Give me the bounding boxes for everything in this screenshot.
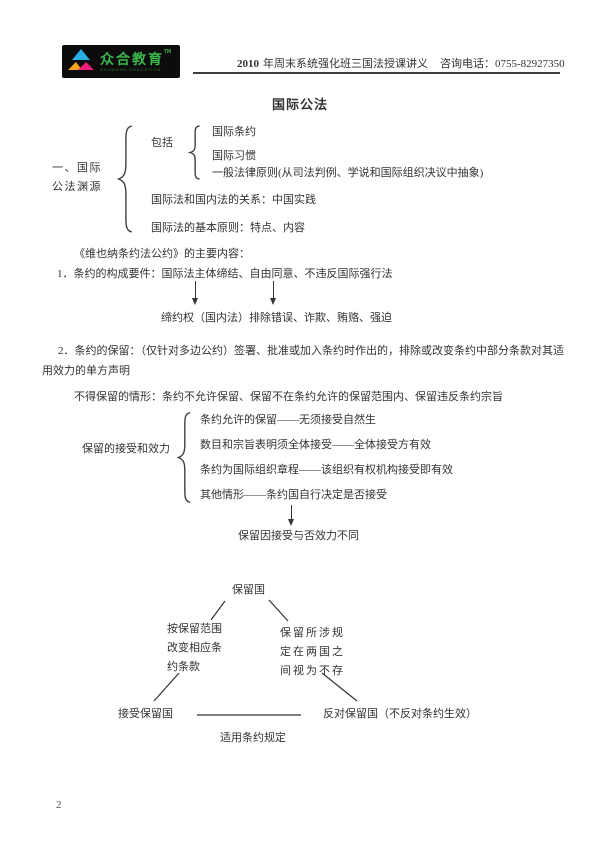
source-item-principles: 一般法律原则(从司法判例、学说和国际组织决议中抽象) [212, 167, 484, 179]
triangle-top-node: 保留国 [232, 584, 265, 596]
triangle-left-line2: 改变相应条 [167, 642, 222, 654]
arrow-down-icon [287, 505, 294, 526]
acceptance-item-3: 条约为国际组织章程——该组织有权机构接受即有效 [200, 464, 453, 476]
include-label: 包括 [151, 137, 173, 149]
source-item-custom: 国际习惯 [212, 150, 256, 162]
header-divider [193, 72, 560, 74]
acceptance-note: 保留因接受与否效力不同 [238, 530, 359, 542]
acceptance-item-1: 条约允许的保留——无须接受自然生 [200, 414, 376, 426]
source-item-treaty: 国际条约 [212, 126, 256, 138]
outer-brace [116, 124, 134, 234]
triangle-right-line1: 保留所涉规 [280, 627, 345, 639]
triangle-left-block: 按保留范围 改变相应条 约条款 [167, 620, 222, 677]
vienna-item1: 1．条约的构成要件：国际法主体缔结、自由同意、不违反国际强行法 [57, 268, 393, 280]
header-course-title: 年周末系统强化班三国法授课讲义 [263, 58, 428, 70]
acceptance-item-4: 其他情形——条约国自行决定是否接受 [200, 489, 387, 501]
acceptance-label: 保留的接受和效力 [82, 443, 170, 455]
triangle-diagram-lines [100, 593, 480, 723]
header-year: 2010 [237, 58, 259, 70]
header-phone: 咨询电话：0755-82927350 [440, 58, 565, 70]
section1-label-line2: 公法渊源 [52, 181, 102, 193]
logo-subtext: ZHONGHE EDUCATION [100, 66, 162, 72]
vienna-item2: 2．条约的保留：（仅针对多边公约）签署、批准或加入条约时作出的，排除或改变条约中… [42, 345, 564, 377]
triangle-right-block: 保留所涉规 定在两国之 间视为不存 [280, 624, 345, 681]
vienna-arrow-note: 缔约权（国内法）排除错误、诈欺、贿赂、强迫 [161, 312, 392, 324]
no-reservation-cases: 不得保留的情形：条约不允许保留、保留不在条约允许的保留范围内、保留违反条约宗旨 [74, 391, 503, 403]
logo-triangles-icon [67, 48, 95, 75]
triangle-left-line3: 约条款 [167, 661, 200, 673]
triangle-caption: 适用条约规定 [220, 732, 286, 744]
acceptance-brace [176, 411, 192, 504]
triangle-right-line3: 间视为不存 [280, 665, 345, 677]
vienna-heading: 《维也纳条约法公约》的主要内容： [74, 248, 250, 260]
source-relation: 国际法和国内法的关系：中国实践 [151, 194, 316, 206]
triangle-bottom-right-node: 反对保留国（不反对条约生效） [323, 708, 477, 720]
triangle-left-line1: 按保留范围 [167, 623, 222, 635]
section1-label-line1: 一、国际 [52, 162, 102, 174]
include-brace [188, 125, 201, 180]
page-number: 2 [56, 799, 62, 811]
header-course-line: 2010 年周末系统强化班三国法授课讲义 [237, 57, 428, 71]
page-title: 国际公法 [271, 97, 329, 112]
acceptance-item-2: 数目和宗旨表明须全体接受——全体接受方有效 [200, 439, 431, 451]
arrow-down-icon [191, 281, 198, 305]
source-basic-principles: 国际法的基本原则：特点、内容 [151, 222, 305, 234]
arrow-down-icon [269, 281, 276, 305]
triangle-bottom-left-node: 接受保留国 [118, 708, 173, 720]
trademark-mark: TM [163, 48, 171, 55]
triangle-right-line2: 定在两国之 [280, 646, 345, 658]
section1-label: 一、国际 公法渊源 [52, 159, 102, 197]
